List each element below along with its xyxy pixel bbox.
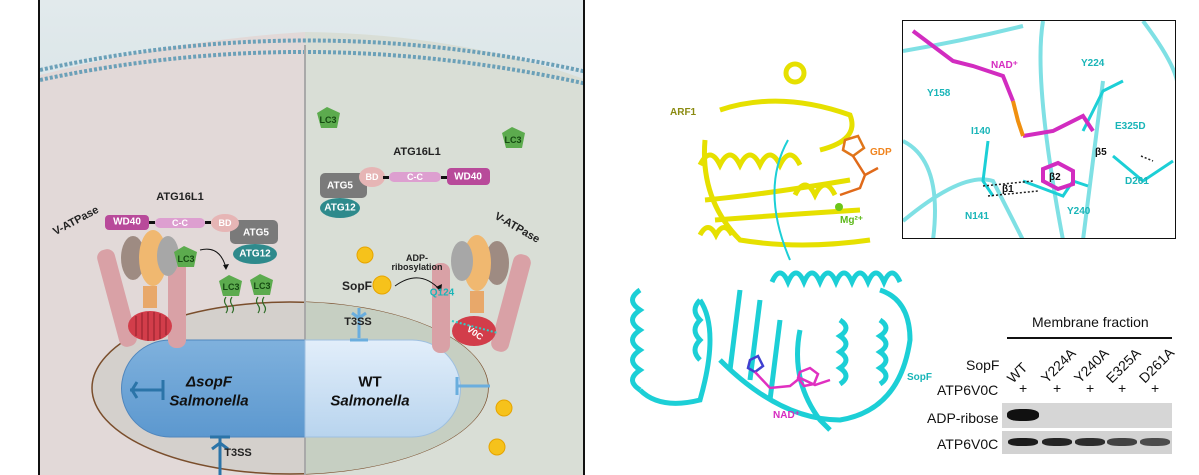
atp-plus-sign: + bbox=[1151, 380, 1160, 396]
adp-ribosylation-label-2: ribosylation bbox=[391, 262, 443, 272]
bd-label: BD bbox=[218, 218, 232, 228]
atg16l1-label-right: ATG16L1 bbox=[393, 146, 441, 158]
domain-bd bbox=[211, 214, 239, 232]
inset-b1-label: β1 bbox=[1002, 184, 1014, 195]
blot-strip-adp-ribose bbox=[1002, 403, 1172, 428]
inset-d261-label: D261 bbox=[1125, 176, 1149, 187]
inset-e325d-label: E325D bbox=[1115, 121, 1146, 132]
bacterium-name-line2: Salmonella bbox=[330, 392, 410, 410]
sopf-label: SopF bbox=[342, 279, 372, 293]
blot-band bbox=[1140, 438, 1170, 446]
cc-label: C-C bbox=[172, 218, 188, 228]
atp-plus-sign: + bbox=[1019, 380, 1028, 396]
v-atpase-right bbox=[432, 235, 531, 353]
v-atpase-left bbox=[97, 230, 186, 348]
bacterium-name-line1: WT bbox=[358, 373, 382, 391]
blot-band bbox=[1075, 438, 1105, 446]
active-site-graphic bbox=[903, 21, 1175, 238]
domain-atg12 bbox=[320, 198, 360, 218]
sopf-ribbon bbox=[630, 270, 913, 432]
atg5-label: ATG5 bbox=[243, 227, 269, 239]
blot-strip-atp6v0c bbox=[1002, 431, 1172, 454]
t3ss-label: T3SS bbox=[224, 447, 252, 459]
lc3-pentagon bbox=[174, 246, 197, 267]
wd40-label: WD40 bbox=[113, 216, 141, 228]
q124-label: Q124 bbox=[429, 287, 455, 299]
atp-plus-sign: + bbox=[1118, 380, 1127, 396]
domain-atg5 bbox=[320, 173, 367, 198]
lc3-pentagon bbox=[250, 274, 273, 295]
blot-row-label: ADP-ribose bbox=[927, 410, 999, 426]
sopf-row-label: SopF bbox=[966, 357, 1000, 373]
inset-y224-label: Y224 bbox=[1081, 58, 1105, 69]
schematic-graphic bbox=[40, 0, 583, 475]
lc3-label: LC3 bbox=[319, 115, 337, 125]
atg12-label: ATG12 bbox=[324, 202, 356, 214]
sopf-mutant-bacterium bbox=[121, 339, 306, 438]
inset-i140-label: I140 bbox=[971, 126, 991, 137]
inset-b5-label: β5 bbox=[1095, 147, 1107, 158]
nad-molecule bbox=[746, 354, 831, 390]
domain-atg12 bbox=[233, 244, 277, 264]
mg-label: Mg²⁺ bbox=[840, 215, 864, 226]
blot-row-label: ATP6V0C bbox=[937, 436, 999, 452]
atg16l1-label-left: ATG16L1 bbox=[156, 191, 204, 203]
atp-plus-sign: + bbox=[1086, 380, 1095, 396]
inset-n141-label: N141 bbox=[965, 211, 989, 222]
atg5-label: ATG5 bbox=[327, 180, 353, 192]
plasma-membrane bbox=[40, 38, 583, 74]
domain-bd bbox=[359, 167, 385, 187]
inset-b2-label: β2 bbox=[1049, 172, 1061, 183]
lc3-label: LC3 bbox=[504, 135, 522, 145]
inset-y158-label: Y158 bbox=[927, 88, 951, 99]
lc3-pentagon bbox=[502, 127, 525, 148]
blot-band bbox=[1107, 438, 1137, 446]
domain-atg5 bbox=[230, 220, 278, 244]
t3ss-label: T3SS bbox=[344, 316, 372, 328]
arf1-label: ARF1 bbox=[670, 107, 697, 118]
lc3-label: LC3 bbox=[253, 281, 271, 291]
active-site-inset: NAD⁺ Y224 Y158 I140 E325D β5 β2 β1 D261 … bbox=[902, 20, 1176, 239]
domain-cc bbox=[155, 218, 205, 228]
schematic-panel: ATG16L1 WD40 C-C BD ATG5 ATG12 LC3 LC3 L… bbox=[38, 0, 585, 475]
adp-ribosylation-label-1: ADP- bbox=[406, 253, 428, 263]
bacterium-name-line2: Salmonella bbox=[169, 392, 249, 410]
blot-band bbox=[1007, 409, 1039, 421]
gdp-molecule bbox=[839, 134, 879, 197]
blot-title-underline bbox=[1007, 337, 1172, 339]
gdp-label: GDP bbox=[870, 147, 892, 158]
sopf-structure-label: SopF bbox=[907, 372, 932, 383]
blot-band bbox=[1008, 438, 1038, 446]
blot-title: Membrane fraction bbox=[1032, 314, 1149, 330]
nad-label: NAD⁺ bbox=[773, 410, 800, 421]
inset-nad-label: NAD⁺ bbox=[991, 60, 1018, 71]
domain-wd40 bbox=[447, 168, 490, 185]
t3ss-icon bbox=[350, 308, 490, 395]
blot-band bbox=[1042, 438, 1072, 446]
domain-wd40 bbox=[105, 215, 149, 230]
sopf-molecule-icon bbox=[356, 246, 513, 456]
wt-bacterium bbox=[304, 339, 461, 438]
t3ss-icon bbox=[130, 380, 230, 475]
lc3-label: LC3 bbox=[222, 282, 240, 292]
atg12-label: ATG12 bbox=[239, 248, 271, 260]
cc-label: C-C bbox=[407, 172, 423, 182]
mg-ion bbox=[835, 203, 843, 211]
bacterium-name-line1: ΔsopF bbox=[186, 373, 232, 391]
wd40-label: WD40 bbox=[454, 171, 482, 183]
atp-plus-sign: + bbox=[1053, 380, 1062, 396]
lc3-label: LC3 bbox=[177, 254, 195, 264]
bd-label: BD bbox=[365, 172, 379, 182]
domain-cc bbox=[389, 172, 441, 182]
lc3-pentagon bbox=[219, 275, 242, 296]
atp-row-label: ATP6V0C bbox=[937, 382, 999, 398]
lc3-pentagon bbox=[317, 107, 340, 128]
inset-y240-label: Y240 bbox=[1067, 206, 1091, 217]
